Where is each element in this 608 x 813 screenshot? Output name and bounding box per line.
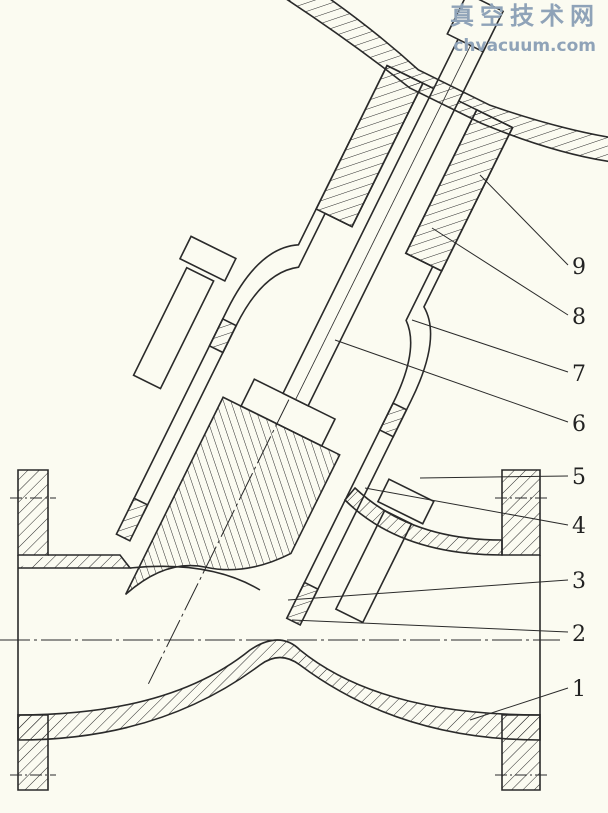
bonnet: [128, 64, 514, 599]
disc: [124, 378, 341, 596]
part-label-3: 3: [572, 569, 586, 594]
watermark-domain: chvacuum.com: [453, 36, 596, 56]
handwheel: [285, 0, 608, 164]
left-flange: [10, 469, 56, 791]
part-label-1: 1: [572, 677, 586, 702]
watermark-chinese: 真空技术网: [450, 1, 600, 30]
part-label-8: 8: [572, 305, 586, 330]
part-label-6: 6: [572, 412, 586, 437]
part-label-5: 5: [572, 465, 586, 490]
seat-rings: [115, 317, 408, 627]
leader-lines: [287, 174, 569, 721]
part-label-4: 4: [572, 514, 586, 539]
part-label-7: 7: [572, 362, 586, 387]
bolts: [132, 235, 435, 624]
part-label-9: 9: [572, 255, 586, 280]
part-label-2: 2: [572, 622, 586, 647]
